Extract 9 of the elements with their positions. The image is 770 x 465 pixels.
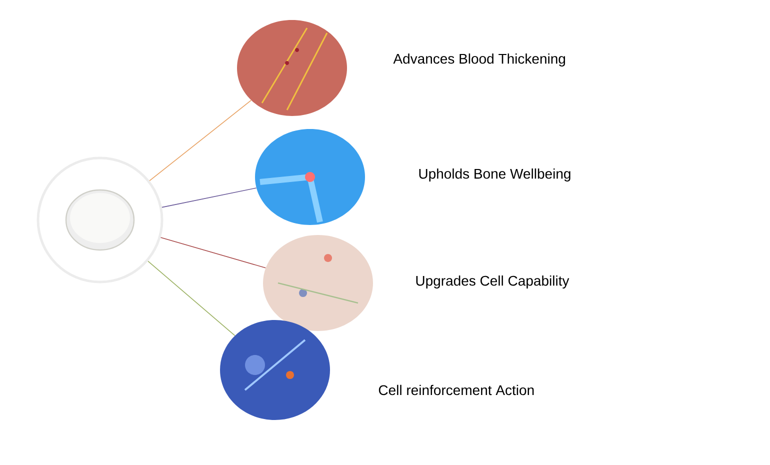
connector-line xyxy=(148,260,236,336)
benefit-label: Advances Blood Thickening xyxy=(393,53,566,66)
benefit-label: Upgrades Cell Capability xyxy=(416,275,570,288)
connector-line xyxy=(149,100,252,182)
benefit-label: Upholds Bone Wellbeing xyxy=(419,168,570,182)
connector-line xyxy=(162,188,257,208)
connector-line xyxy=(160,237,266,268)
benefit-label: Cell reinforcement Action xyxy=(378,384,534,396)
powder-dish-picture xyxy=(36,156,164,284)
